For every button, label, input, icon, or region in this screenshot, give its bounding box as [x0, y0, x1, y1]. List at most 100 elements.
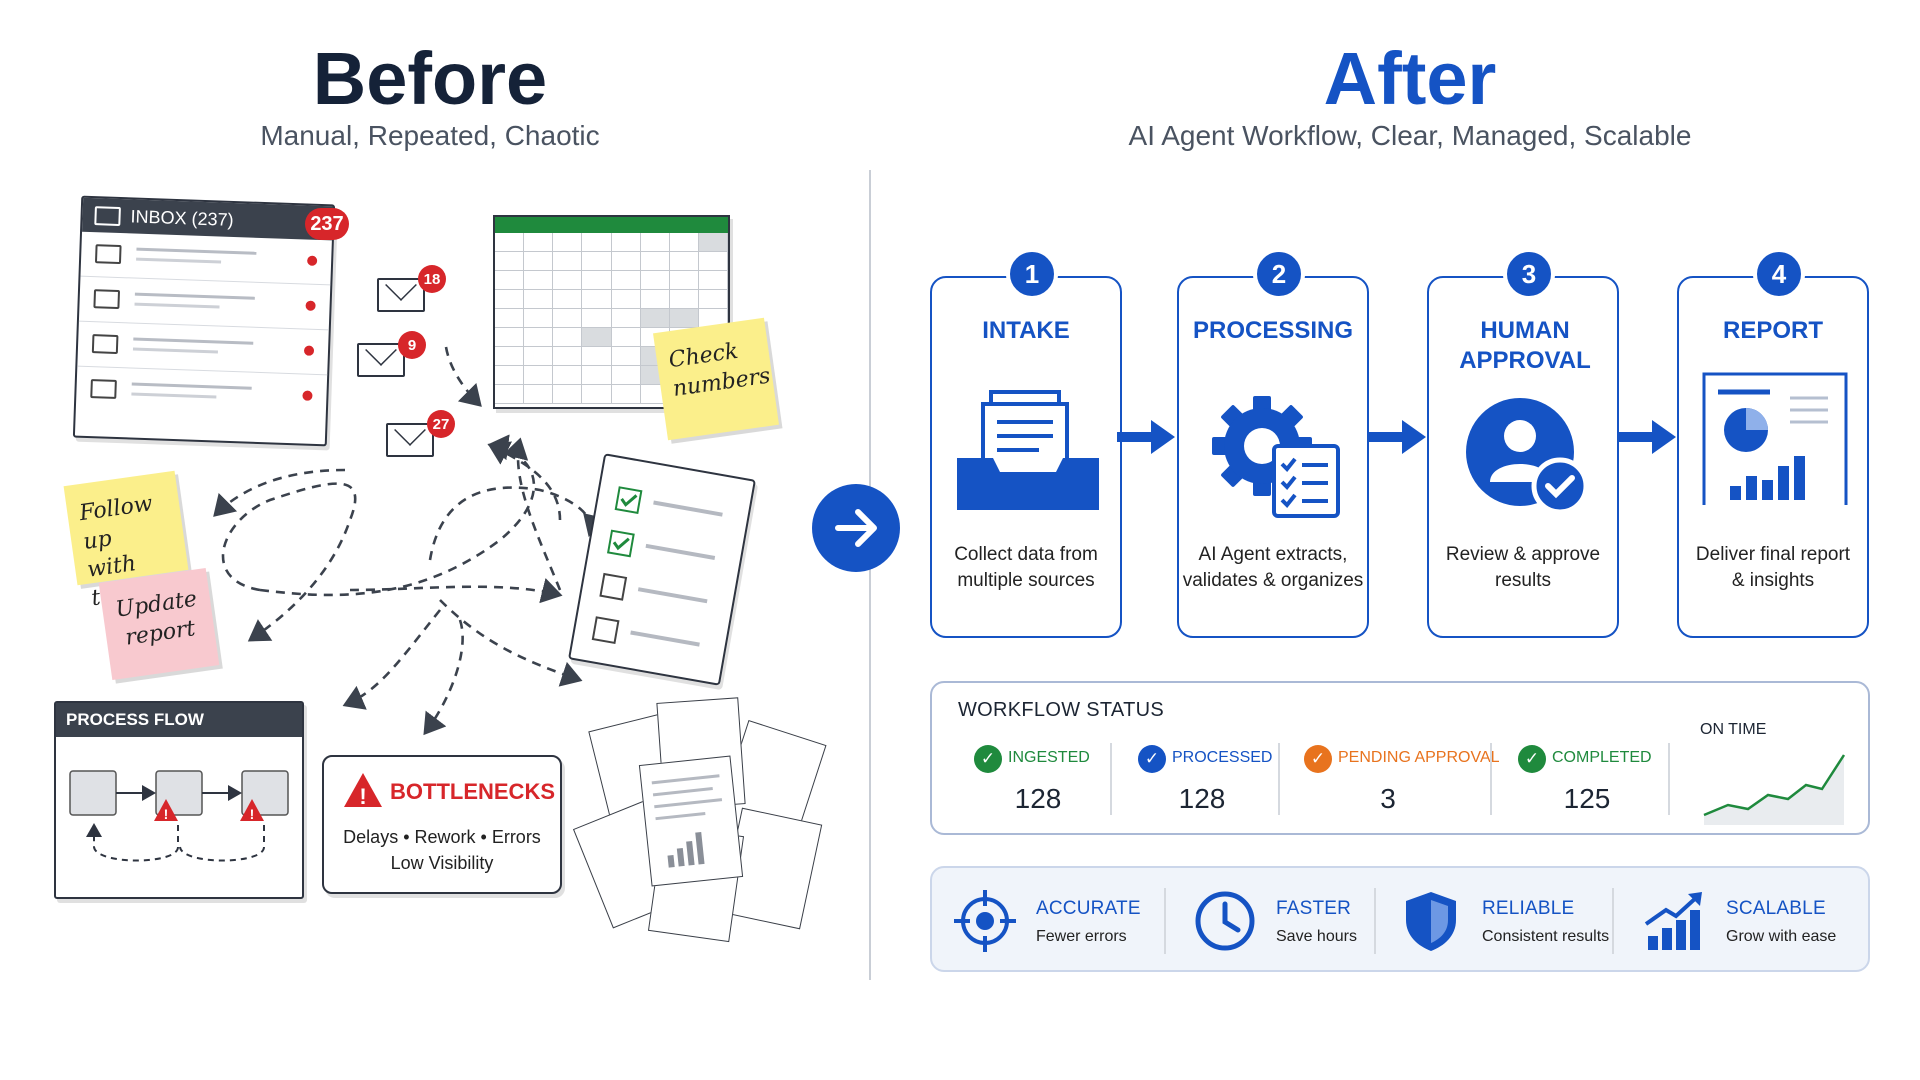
check-circle-icon: ✓ — [1304, 745, 1332, 773]
divider — [869, 170, 871, 980]
workflow-status-panel: WORKFLOW STATUS ✓ INGESTED 128 ✓ PROCESS… — [930, 681, 1870, 835]
stat-label: INGESTED — [1008, 749, 1090, 766]
sticky-note-check: Check numbers — [653, 317, 779, 441]
stat-value: 125 — [1563, 783, 1611, 814]
spreadsheet-cell — [524, 271, 554, 290]
spreadsheet-cell — [582, 290, 612, 309]
benefits-panel: ACCURATE Fewer errors FASTER Save hours … — [930, 866, 1870, 972]
spreadsheet-cell — [640, 309, 670, 328]
check-circle-icon: ✓ — [974, 745, 1002, 773]
unread-dot — [306, 255, 318, 266]
after-title: After — [1323, 37, 1497, 120]
spreadsheet-cell — [582, 347, 612, 366]
step-processing: 2 PROCESSING AI Agent extracts, v — [1177, 248, 1369, 638]
spreadsheet-cell — [611, 233, 641, 252]
spreadsheet-cell — [553, 309, 583, 328]
spreadsheet-cell — [495, 233, 525, 252]
step-intake: 1 INTAKE Collect data from multiple sour… — [930, 248, 1122, 638]
svg-text:!: ! — [164, 806, 169, 822]
checked-box-icon — [614, 486, 643, 515]
before-title: Before — [312, 37, 548, 120]
spreadsheet-cell — [495, 385, 525, 404]
spreadsheet-cell — [582, 385, 612, 404]
spreadsheet-cell — [495, 328, 525, 347]
check-circle-icon: ✓ — [1138, 745, 1166, 773]
spreadsheet-cell — [669, 271, 699, 290]
benefit-reliable: RELIABLE Consistent results — [1378, 868, 1618, 974]
warning-icon: ! — [344, 773, 382, 809]
process-flow-window: PROCESS FLOW ! ! — [54, 701, 304, 899]
step-description: Review & approve results — [1429, 542, 1617, 594]
report-dashboard-icon — [1702, 372, 1848, 505]
spreadsheet-cell — [582, 366, 612, 385]
spreadsheet-cell — [669, 252, 699, 271]
envelope-icon — [94, 244, 122, 265]
step-report: 4 REPORT Deliver final report & insights — [1677, 248, 1869, 638]
divider — [1490, 743, 1492, 815]
spreadsheet-cell — [524, 233, 554, 252]
envelope-icon — [357, 343, 405, 377]
clock-icon — [1195, 891, 1255, 951]
before-to-after-arrow-icon — [812, 484, 900, 572]
spreadsheet-cell — [495, 309, 525, 328]
spreadsheet-cell — [553, 328, 583, 347]
unread-dot — [302, 390, 313, 401]
spreadsheet-cell — [611, 366, 641, 385]
spreadsheet-cell — [698, 252, 728, 271]
inbox-window: INBOX (237) — [72, 195, 336, 447]
flow-arrow-icon — [1618, 420, 1676, 454]
checklist-document — [568, 453, 756, 686]
unread-dot — [305, 300, 316, 311]
spreadsheet-cell — [611, 271, 641, 290]
step-desc-line: AI Agent extracts, — [1198, 544, 1348, 565]
spreadsheet-cell — [495, 366, 525, 385]
spreadsheet-cell — [524, 328, 554, 347]
stat-completed: ✓ COMPLETED 125 — [1512, 743, 1662, 823]
bottlenecks-title: BOTTLENECKS — [390, 779, 555, 804]
spreadsheet-cell — [553, 271, 583, 290]
spreadsheet-cell — [698, 290, 728, 309]
envelope-icon — [93, 289, 121, 310]
step-desc-line: Deliver final report — [1695, 544, 1851, 565]
spreadsheet-cell — [611, 290, 641, 309]
spreadsheet-cell — [611, 347, 641, 366]
trend-sparkline — [1703, 754, 1846, 825]
step-number: 4 — [1753, 248, 1805, 300]
spreadsheet-cell — [553, 233, 583, 252]
spreadsheet-cell — [611, 385, 641, 404]
spreadsheet-cell — [524, 385, 554, 404]
spreadsheet-cell — [524, 252, 554, 271]
spreadsheet-cell — [582, 309, 612, 328]
divider — [1668, 743, 1670, 815]
step-title: INTAKE — [982, 317, 1070, 344]
stat-value: 3 — [1380, 783, 1396, 814]
envelope-icon — [91, 334, 119, 355]
benefit-title: SCALABLE — [1726, 898, 1826, 919]
sticky-note-update: Update report — [98, 567, 220, 681]
stat-label: PENDING APPROVAL — [1338, 749, 1500, 766]
step-desc-line: Collect data from — [954, 544, 1098, 565]
benefit-title: RELIABLE — [1482, 898, 1575, 919]
spreadsheet-cell — [553, 385, 583, 404]
step-description: Collect data from multiple sources — [932, 542, 1120, 594]
mail-badge: 9 — [398, 331, 426, 359]
spreadsheet-cell — [582, 328, 612, 347]
check-circle-icon: ✓ — [1518, 745, 1546, 773]
benefit-faster: FASTER Save hours — [1172, 868, 1392, 974]
benefit-title: ACCURATE — [1036, 898, 1141, 919]
chaotic-arrows — [213, 346, 608, 736]
stat-label: PROCESSED — [1172, 749, 1273, 766]
spreadsheet-cell — [582, 271, 612, 290]
sticky-note-follow-up: Follow up with team — [63, 470, 189, 611]
mail-icon — [94, 205, 121, 226]
inbox-badge: 237 — [305, 208, 349, 240]
envelope-icon — [377, 278, 425, 312]
spreadsheet-cell — [582, 233, 612, 252]
spreadsheet-cell — [553, 366, 583, 385]
bottlenecks-card: ! BOTTLENECKS Delays • Rework • Errors L… — [322, 755, 562, 894]
stat-value: 128 — [1178, 783, 1226, 814]
workflow-status-title: WORKFLOW STATUS — [958, 699, 1164, 721]
spreadsheet-cell — [524, 290, 554, 309]
mail-badge: 27 — [427, 410, 455, 438]
benefit-accurate: ACCURATE Fewer errors — [932, 868, 1162, 974]
